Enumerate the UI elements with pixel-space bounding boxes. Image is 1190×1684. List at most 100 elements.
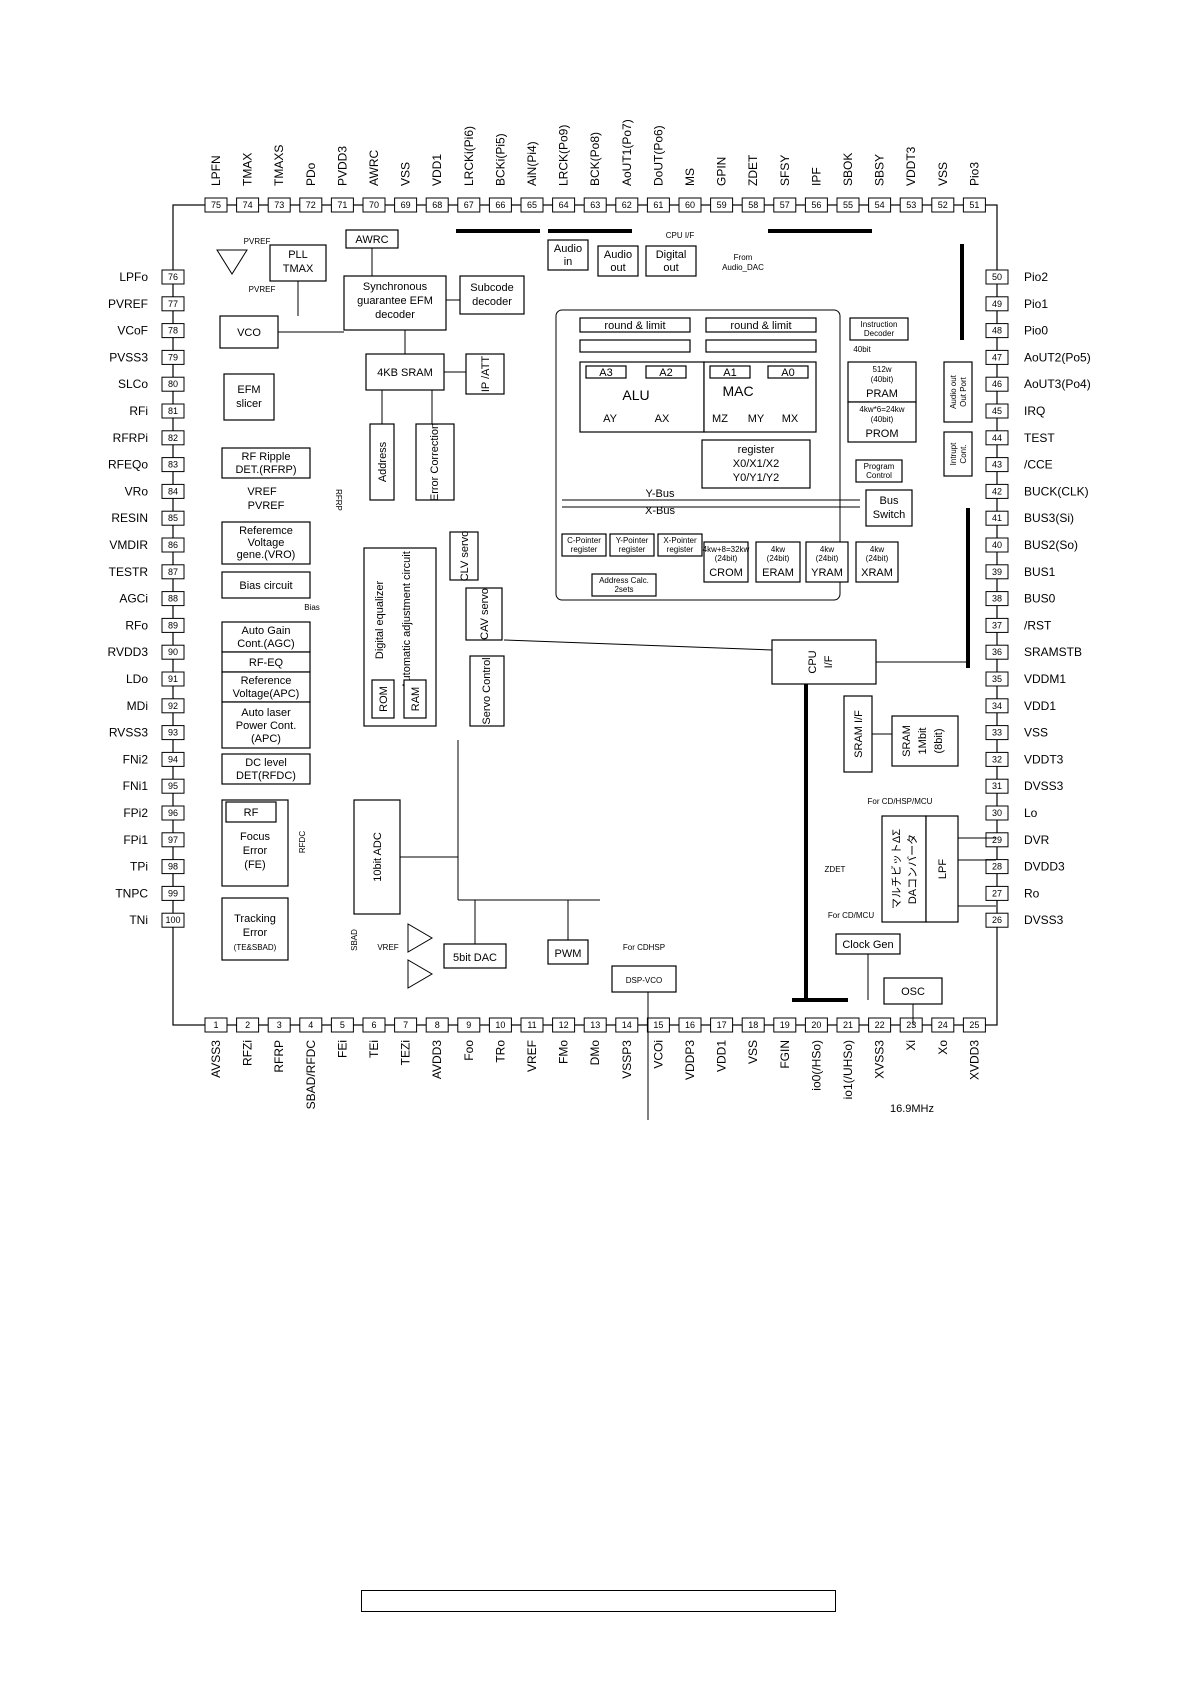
- pin-label: DVR: [1024, 833, 1050, 847]
- pin-label: LPFo: [119, 270, 148, 284]
- audio-out-label-2: out: [610, 262, 625, 274]
- pin-label: RVDD3: [108, 645, 149, 659]
- pin-label: RVSS3: [109, 726, 148, 740]
- pin-number: 63: [590, 200, 600, 210]
- pin-label: RFo: [125, 618, 148, 632]
- pin-number: 43: [992, 460, 1002, 470]
- xram-label-3: XRAM: [861, 567, 893, 579]
- audio-in-label-2: in: [564, 256, 573, 268]
- pin-label: TMAXS: [272, 145, 286, 186]
- pin-number: 67: [464, 200, 474, 210]
- pin-label: VDDT3: [1024, 752, 1064, 766]
- pin-label: SBSY: [873, 154, 887, 186]
- agc-label-1: Auto Gain: [242, 625, 291, 637]
- pin-number: 31: [992, 781, 1002, 791]
- pin-number: 29: [992, 835, 1002, 845]
- pin-label: PVDD3: [335, 146, 349, 186]
- pin-label: DoUT(Po6): [651, 125, 665, 186]
- a1-label: A1: [723, 367, 736, 379]
- pin-label: Xo: [936, 1040, 950, 1055]
- clv-servo-block: CLV servo: [449, 531, 479, 581]
- pin-number: 87: [168, 567, 178, 577]
- efm-slicer-label-2: slicer: [236, 398, 262, 410]
- pll-label-1: PLL: [288, 249, 308, 261]
- eram-label-2: (24bit): [767, 554, 790, 563]
- pin-label: MDi: [127, 699, 148, 713]
- intrupt-label-2: Cont.: [959, 444, 968, 463]
- pin-number: 8: [435, 1020, 440, 1030]
- eram-label-3: ERAM: [762, 567, 794, 579]
- pin-number: 93: [168, 728, 178, 738]
- xram-label-2: (24bit): [866, 554, 889, 563]
- pin-label: io1(/UHSo): [841, 1040, 855, 1099]
- pin-label: TNi: [129, 913, 148, 927]
- pin-number: 57: [780, 200, 790, 210]
- pin-number: 60: [685, 200, 695, 210]
- efm-slicer-label-1: EFM: [237, 384, 260, 396]
- pin-label: TEZi: [399, 1040, 413, 1065]
- rf-eq-block: RF-EQ: [221, 651, 311, 673]
- sram-label-3: (8bit): [933, 728, 945, 753]
- pin-label: TEi: [367, 1040, 381, 1058]
- cptr-label-2: register: [571, 545, 598, 554]
- agc-label-2: Cont.(AGC): [237, 638, 294, 650]
- pin-number: 19: [780, 1020, 790, 1030]
- pin-number: 69: [401, 200, 411, 210]
- bus-switch-label-2: Switch: [873, 509, 905, 521]
- pll-block: PLL TMAX: [269, 244, 327, 282]
- pin-number: 21: [843, 1020, 853, 1030]
- ref-apc-block: Reference Voltage(APC): [221, 671, 311, 703]
- ram-label: RAM: [410, 687, 422, 711]
- pin-number: 2: [245, 1020, 250, 1030]
- pin-71: 71 PVDD3: [330, 146, 354, 213]
- apc-label-2: Power Cont.: [236, 720, 297, 732]
- pin-label: BUCK(CLK): [1024, 484, 1089, 498]
- pin-label: VSSP3: [620, 1040, 634, 1079]
- clock-gen-label: Clock Gen: [842, 939, 893, 951]
- pin-label: BUS3(Si): [1024, 511, 1074, 525]
- adc-block: 10bit ADC: [353, 799, 401, 915]
- pin-label: AoUT1(Po7): [620, 119, 634, 186]
- pin-label: VSS: [936, 162, 950, 186]
- pin-label: SRAMSTB: [1024, 645, 1082, 659]
- for-cdhsp-label: For CDHSP: [623, 943, 665, 952]
- pin-label: BCK(Po8): [588, 132, 602, 186]
- mac-label: MAC: [722, 383, 753, 399]
- pin-number: 71: [337, 200, 347, 210]
- pin-number: 38: [992, 594, 1002, 604]
- pin-label: FEi: [335, 1040, 349, 1058]
- pin-label: PDo: [304, 162, 318, 186]
- pin-number: 94: [168, 754, 178, 764]
- crom-label-2: (24bit): [715, 554, 738, 563]
- servo-control-block: Servo Control: [469, 655, 505, 727]
- ref-vro-block: Referemce Voltage gene.(VRO): [221, 521, 311, 565]
- a3-label: A3: [599, 367, 612, 379]
- pin-label: AGCi: [119, 592, 148, 606]
- instr-decoder-block: Instruction Decoder: [849, 317, 909, 341]
- lpf-opamp: [216, 249, 248, 275]
- adc-label: 10bit ADC: [372, 832, 384, 882]
